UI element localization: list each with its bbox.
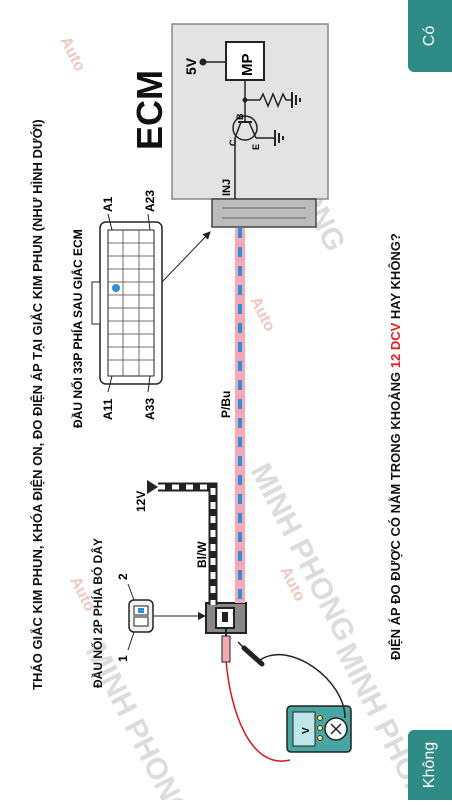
- watermark-sub-2: Auto: [246, 294, 278, 334]
- ecm-inj-label: INJ: [221, 179, 233, 196]
- transistor-c-label: C: [228, 139, 238, 146]
- supply-12v-label: 12V: [134, 491, 148, 512]
- wire-bw-label: Bl/W: [195, 541, 209, 568]
- watermark-sub-1: Auto: [56, 34, 88, 74]
- ecm-5v-label: 5V: [183, 57, 199, 75]
- wire-pbu-label: P/Bu: [219, 391, 233, 418]
- ecm-plug: [211, 198, 317, 228]
- red-probe-lead: [225, 659, 291, 762]
- question-highlight: 12 DCV: [388, 322, 403, 368]
- injector-connector-pin: [222, 612, 228, 622]
- pin-a11-leader: [107, 375, 113, 393]
- transistor-icon: B C E: [228, 112, 284, 150]
- question-prefix: ĐIỆN ÁP ĐO ĐƯỢC CÓ NẰM TRONG KHOẢNG: [388, 368, 403, 660]
- question-text: ĐIỆN ÁP ĐO ĐƯỢC CÓ NẰM TRONG KHOẢNG 12 D…: [388, 233, 403, 660]
- test-probes: [221, 628, 346, 762]
- pin-2-leader: [127, 583, 135, 601]
- ecm-mp-box: [225, 41, 265, 81]
- pin-a11-label: A11: [101, 398, 115, 420]
- connector-2p-body: [128, 599, 154, 633]
- ecm-mp-label: MP: [239, 54, 256, 77]
- ecm-unit: ECM 5V MP B C: [129, 23, 329, 228]
- pin-2-label: 2: [116, 573, 130, 580]
- yes-button[interactable]: Có: [408, 0, 452, 72]
- yes-button-label: Có: [420, 25, 438, 47]
- connector-2p: ĐẦU NỐI 2P PHÍA BÓ DÂY 1 2: [90, 538, 206, 688]
- pin-a23-label: A23: [143, 190, 157, 212]
- multimeter-icon: V: [286, 705, 352, 753]
- transistor-e-label: E: [251, 144, 261, 150]
- meter-v-label: V: [301, 727, 312, 734]
- ecm-connector-33p: A1 A23 A11 A33 ĐẦU NỐI 33P PHÍA SAU GIẮC…: [70, 190, 211, 428]
- arrow-icon: [147, 480, 158, 494]
- ecm-connector-grid: [107, 229, 155, 377]
- pin-1-leader: [127, 631, 135, 651]
- ecm-5v-node: [199, 58, 207, 66]
- pin-1-label: 1: [116, 655, 130, 662]
- ecm-title: ECM: [129, 70, 170, 150]
- pin-a23-leader: [147, 213, 151, 231]
- black-probe-lead: [259, 653, 346, 719]
- ecm-connector-pointer: [161, 231, 211, 283]
- ground-icon: [291, 92, 301, 108]
- wire-bw: 12V Bl/W: [134, 480, 218, 605]
- pin-a1-label: A1: [101, 196, 115, 212]
- red-probe: [221, 635, 231, 663]
- no-button-label: Không: [421, 741, 439, 789]
- ecm-connector-lock: [91, 281, 101, 325]
- wire-pbu: P/Bu: [219, 228, 245, 603]
- pin-a33-label: A33: [143, 398, 157, 420]
- connector-2p-latch: [138, 608, 144, 613]
- instruction-text: THÁO GIẮC KIM PHUN, KHÓA ĐIỆN ON, ĐO ĐIỆ…: [30, 119, 45, 690]
- resistor-icon: [259, 92, 292, 108]
- no-button[interactable]: Không: [408, 730, 452, 800]
- pin-a33-leader: [147, 375, 151, 393]
- watermark-text-3: MINH PHONG: [244, 458, 362, 647]
- ecm-connector-pin-highlight: [112, 284, 120, 292]
- question-suffix: HAY KHÔNG?: [388, 233, 403, 323]
- pin-a1-leader: [107, 213, 113, 231]
- connector-2p-slot-2: [133, 616, 149, 627]
- transistor-b-label: B: [235, 113, 245, 120]
- connector-2p-label: ĐẦU NỐI 2P PHÍA BÓ DÂY: [90, 538, 105, 688]
- ecm-connector-label: ĐẦU NỐI 33P PHÍA SAU GIẮC ECM: [70, 229, 85, 428]
- black-probe: [241, 645, 265, 667]
